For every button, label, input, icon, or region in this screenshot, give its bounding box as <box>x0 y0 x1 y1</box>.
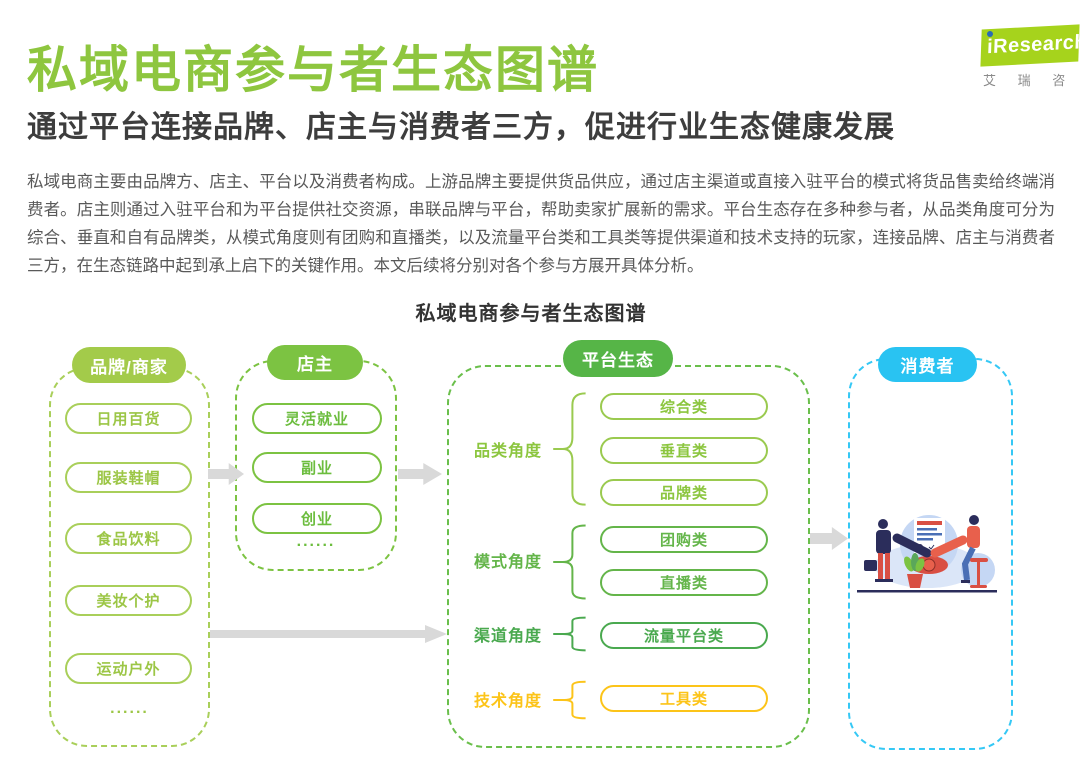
intro-paragraph: 私域电商主要由品牌方、店主、平台以及消费者构成。上游品牌主要提供货品供应，通过店… <box>27 173 1055 275</box>
brands-ellipsis: ...... <box>110 700 149 717</box>
flow-arrow-shopkeepers-to-platform-icon <box>398 463 442 485</box>
logo-chinese-name: 艾 瑞 咨 询 <box>983 73 1080 88</box>
shopkeeper-type-pill: 副业 <box>252 452 382 483</box>
platform-group-label: 渠道角度 <box>474 628 543 645</box>
shopkeeper-type-pill: 创业 <box>252 503 382 534</box>
brand-category-pill: 日用百货 <box>65 403 192 434</box>
handshake-illustration <box>857 508 1003 596</box>
flow-arrow-platform-to-consumers-icon <box>810 527 848 550</box>
shopkeepers-header-pill: 店主 <box>267 345 363 380</box>
brand-category-pill: 美妆个护 <box>65 585 192 616</box>
logo-brand-text: Research <box>992 30 1080 58</box>
ecosystem-diagram: 私域电商参与者生态图谱 品牌/商家 店主 平台生态 消费者 日用百货 服装鞋帽 … <box>0 303 1080 763</box>
brace-icon <box>552 681 588 719</box>
logo-i-dot-icon <box>987 31 993 37</box>
diagram-title: 私域电商参与者生态图谱 <box>415 303 647 325</box>
platform-type-pill: 品牌类 <box>600 479 768 506</box>
brace-icon <box>552 524 588 600</box>
platform-group-label: 品类角度 <box>474 443 543 460</box>
flow-arrow-brands-to-platform-icon <box>210 625 447 643</box>
platform-group-label: 模式角度 <box>474 554 543 571</box>
brand-category-pill: 服装鞋帽 <box>65 462 192 493</box>
shopkeeper-type-pill: 灵活就业 <box>252 403 382 434</box>
platform-type-pill: 综合类 <box>600 393 768 420</box>
brace-icon <box>552 391 588 507</box>
brands-header-pill: 品牌/商家 <box>72 347 186 383</box>
brace-icon <box>552 617 588 651</box>
iresearch-logo: iResearch <box>980 24 1080 67</box>
platform-header-pill: 平台生态 <box>563 340 673 377</box>
flow-arrow-brands-to-shopkeepers-icon <box>208 463 244 485</box>
platform-type-pill: 直播类 <box>600 569 768 596</box>
brand-category-pill: 运动户外 <box>65 653 192 684</box>
page-subtitle: 通过平台连接品牌、店主与消费者三方，促进行业生态健康发展 <box>27 111 895 144</box>
brand-category-pill: 食品饮料 <box>65 523 192 554</box>
platform-type-pill: 垂直类 <box>600 437 768 464</box>
shopkeepers-ellipsis: ...... <box>296 533 336 550</box>
consumers-header-pill: 消费者 <box>878 347 977 382</box>
platform-type-pill: 工具类 <box>600 685 768 712</box>
platform-group-label: 技术角度 <box>474 693 543 710</box>
platform-type-pill: 流量平台类 <box>600 622 768 649</box>
platform-type-pill: 团购类 <box>600 526 768 553</box>
page-title: 私域电商参与者生态图谱 <box>27 42 599 98</box>
